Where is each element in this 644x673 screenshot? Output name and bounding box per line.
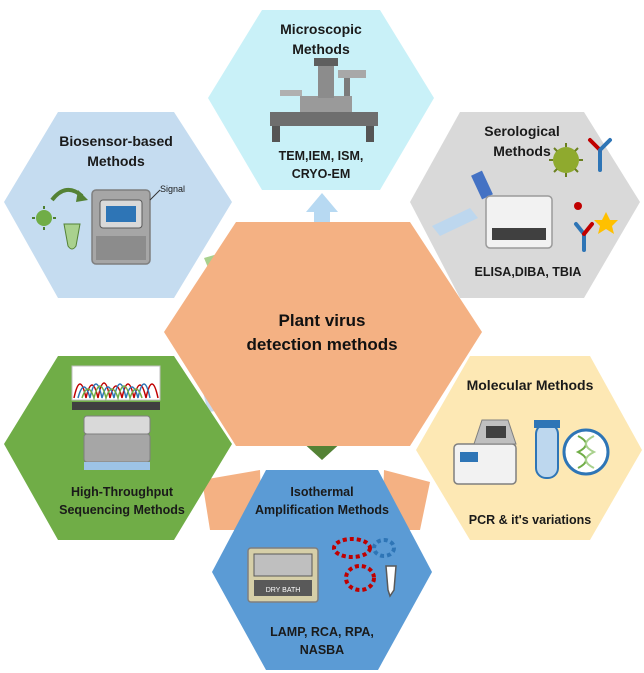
hex-molecular [416, 356, 642, 540]
serology-analyzer-icon [432, 170, 553, 249]
antibody-icon [574, 138, 618, 252]
center-title-1: Plant virus [279, 311, 366, 330]
isothermal-title-1: Isothermal [290, 485, 353, 499]
serological-title-2: Methods [493, 143, 551, 159]
serological-examples-1: ELISA,DIBA, TBIA [475, 265, 582, 279]
biosensor-title-2: Methods [87, 153, 145, 169]
connector-microscopic [306, 193, 338, 222]
hts-title-2: Sequencing Methods [59, 503, 185, 517]
signal-label: Signal [160, 184, 185, 194]
thermocycler-icon [453, 419, 517, 485]
chromatogram-icon [71, 365, 161, 410]
isothermal-examples-2: NASBA [300, 643, 344, 657]
microscopic-title-1: Microscopic [280, 21, 362, 37]
hex-center [164, 222, 482, 446]
biosensor-device-icon [91, 189, 161, 265]
serological-title-1: Serological [484, 123, 559, 139]
molecular-title: Molecular Methods [467, 377, 594, 393]
microscopic-examples-1: TEM,IEM, ISM, [279, 149, 364, 163]
sequencer-icon [83, 415, 151, 470]
virus-icon [32, 188, 88, 250]
isothermal-examples-1: LAMP, RCA, RPA, [270, 625, 374, 639]
dry-bath-label: DRY BATH [266, 587, 301, 594]
microscopic-title-2: Methods [292, 41, 350, 57]
dry-bath-icon [247, 547, 319, 603]
virus-icon [549, 143, 583, 177]
hex-isothermal [212, 470, 432, 670]
biosensor-title-1: Biosensor-based [59, 133, 173, 149]
center-title-2: detection methods [246, 335, 397, 354]
electron-microscope-icon [270, 58, 378, 142]
microscopic-examples-2: CRYO-EM [292, 167, 351, 181]
molecular-examples-1: PCR & it's variations [469, 513, 591, 527]
hts-title-1: High-Throughput [71, 485, 174, 499]
test-tube-dna-icon [534, 420, 610, 479]
isothermal-title-2: Amplification Methods [255, 503, 389, 517]
dna-strand-icon [332, 537, 397, 598]
